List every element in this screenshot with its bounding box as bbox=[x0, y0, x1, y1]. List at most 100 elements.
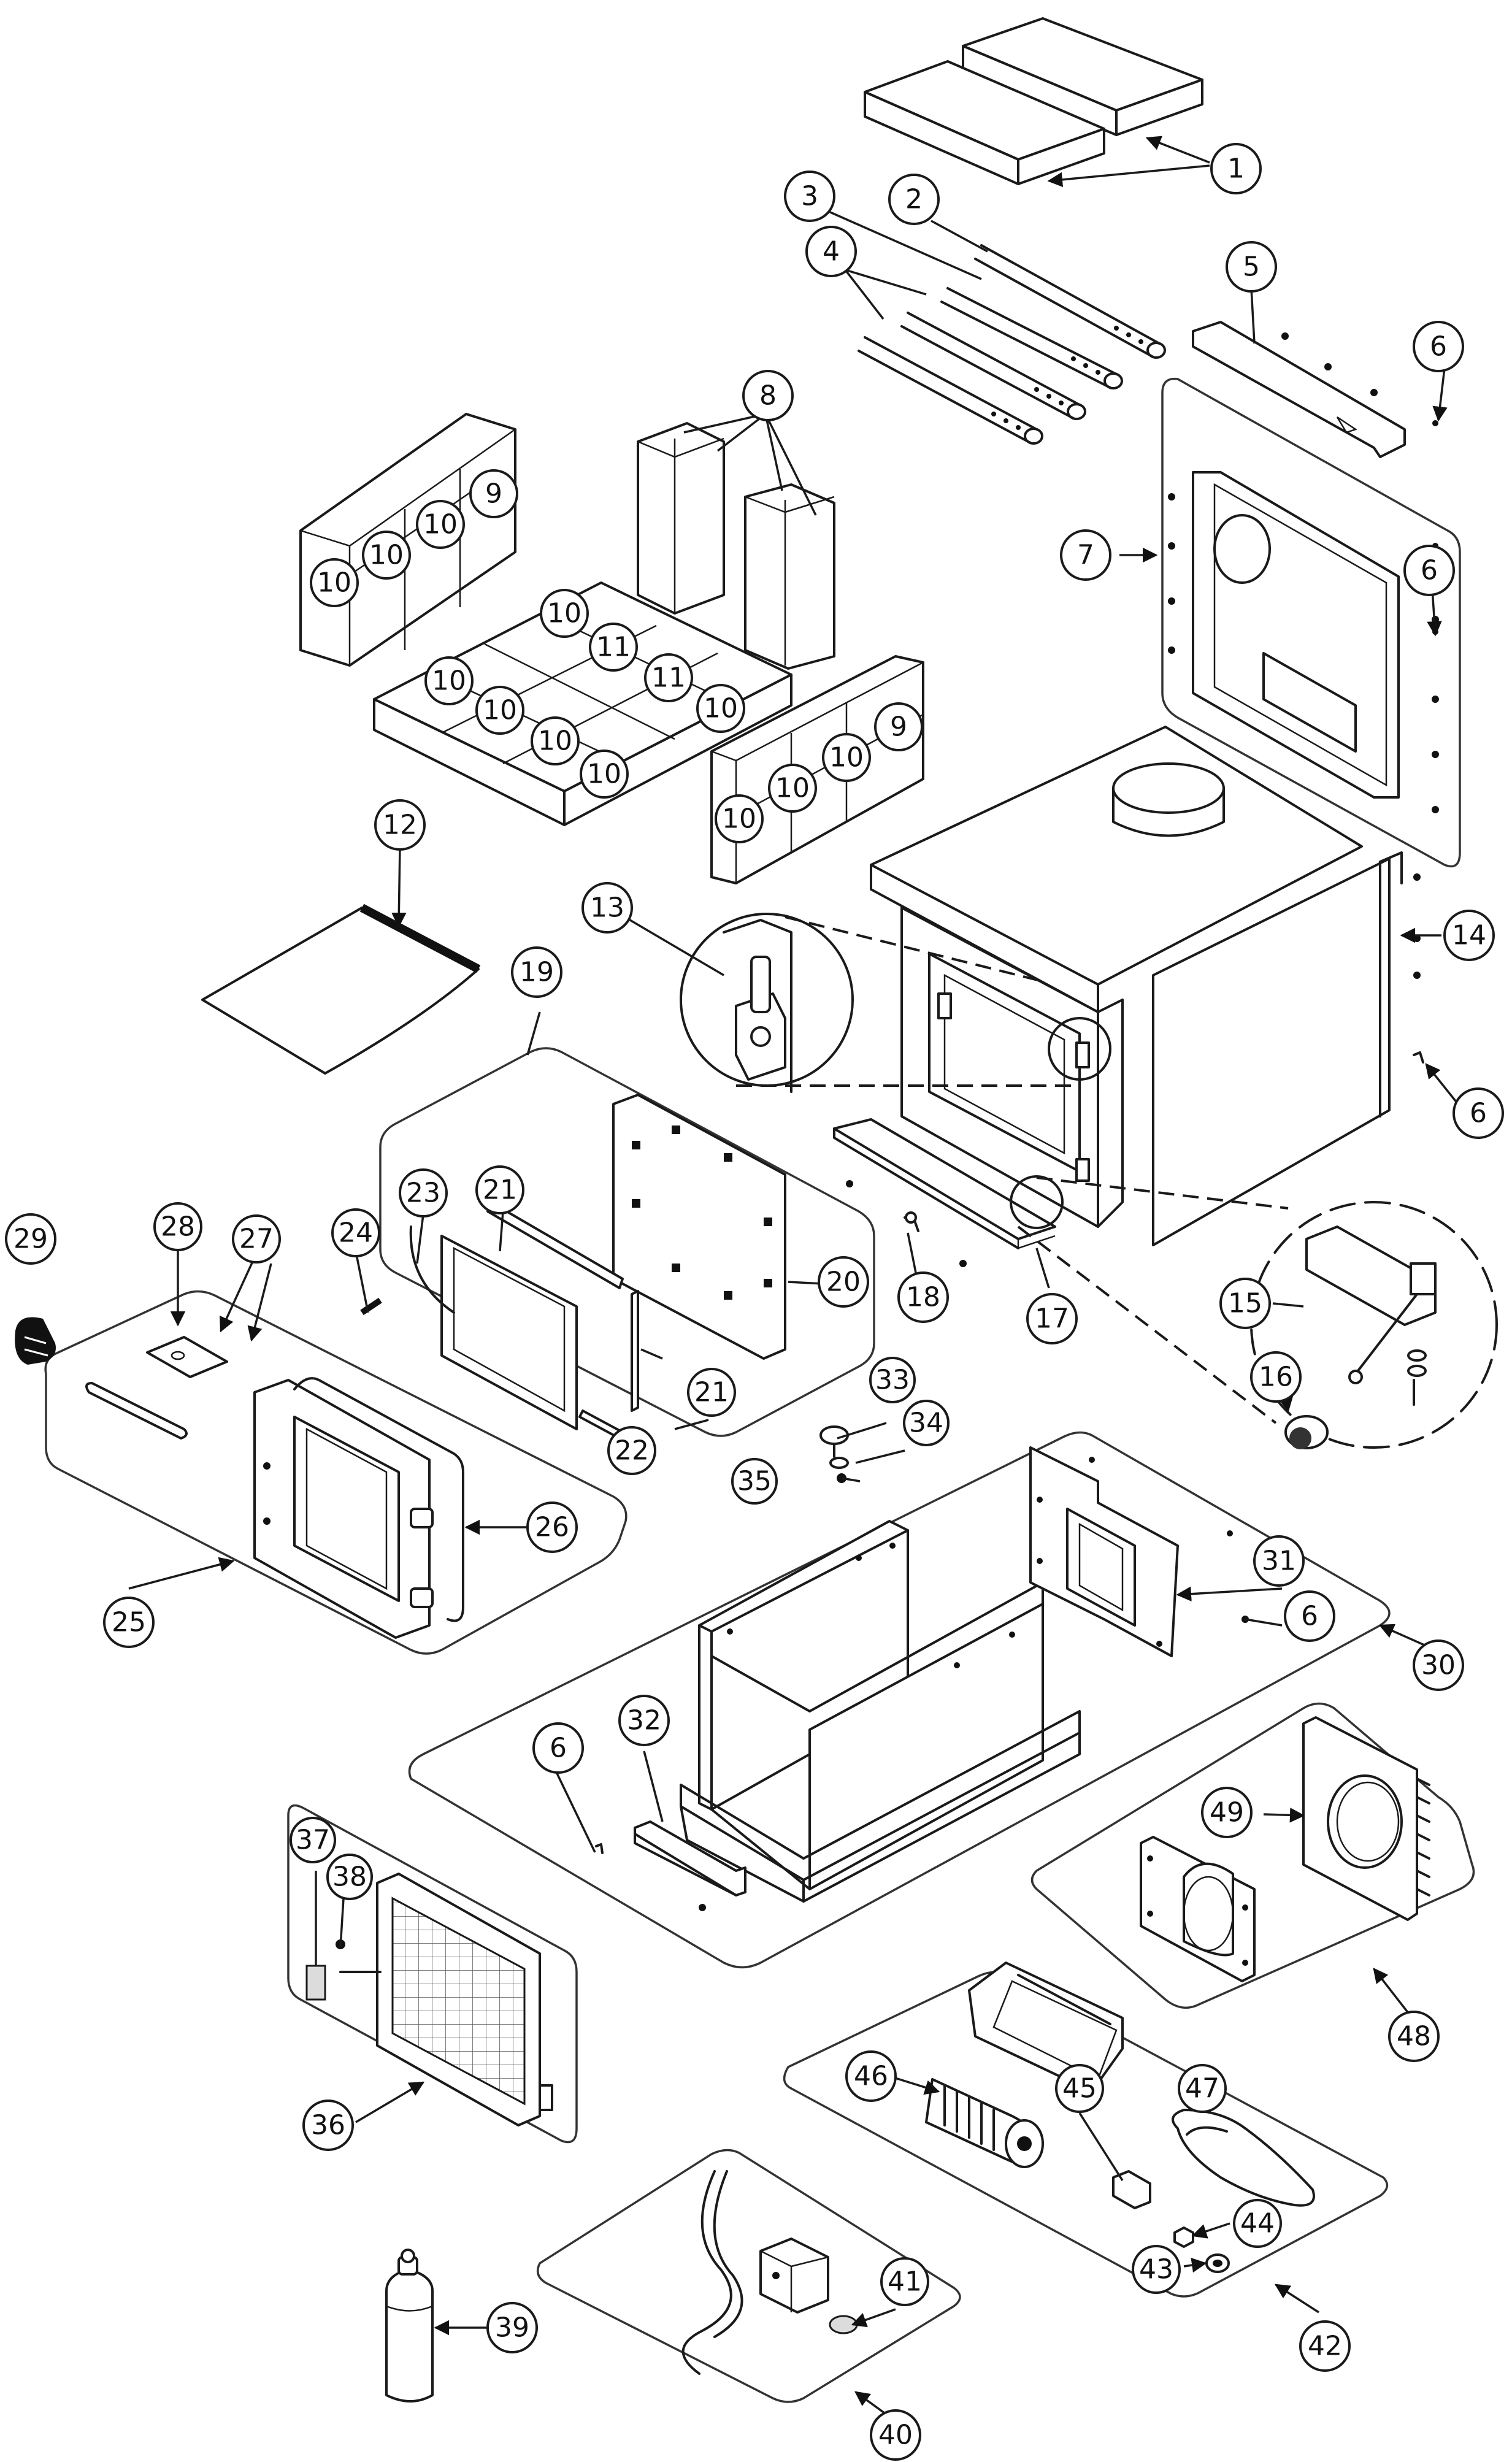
callout-6d: 6 bbox=[1284, 1590, 1335, 1642]
svg-text:7: 7 bbox=[1077, 540, 1094, 571]
svg-text:9: 9 bbox=[485, 478, 502, 510]
callout-22: 22 bbox=[607, 1426, 656, 1475]
svg-text:39: 39 bbox=[495, 2312, 529, 2344]
air-tubes bbox=[858, 244, 1166, 445]
svg-text:16: 16 bbox=[1259, 1362, 1293, 1393]
svg-text:12: 12 bbox=[383, 810, 417, 841]
back-heat-shield bbox=[1161, 377, 1461, 868]
svg-text:30: 30 bbox=[1421, 1650, 1456, 1681]
svg-text:43: 43 bbox=[1139, 2254, 1173, 2285]
callout-10l: 10 bbox=[715, 794, 764, 843]
callout-3: 3 bbox=[784, 171, 835, 222]
callout-9a: 9 bbox=[469, 469, 518, 518]
callout-26: 26 bbox=[526, 1501, 578, 1553]
svg-text:1: 1 bbox=[1227, 153, 1245, 185]
svg-text:10: 10 bbox=[704, 693, 738, 724]
svg-text:2: 2 bbox=[905, 184, 923, 215]
callout-44: 44 bbox=[1233, 2199, 1282, 2248]
callout-41: 41 bbox=[880, 2257, 929, 2306]
callout-30: 30 bbox=[1413, 1639, 1464, 1691]
svg-text:47: 47 bbox=[1185, 2073, 1219, 2104]
svg-text:44: 44 bbox=[1240, 2208, 1275, 2239]
svg-text:20: 20 bbox=[826, 1267, 861, 1298]
callout-31: 31 bbox=[1253, 1535, 1305, 1587]
svg-text:32: 32 bbox=[627, 1705, 661, 1736]
callout-6b: 6 bbox=[1403, 545, 1455, 596]
svg-text:46: 46 bbox=[854, 2061, 888, 2092]
svg-text:42: 42 bbox=[1308, 2331, 1342, 2362]
ash-lip bbox=[833, 1118, 1056, 1249]
callout-38: 38 bbox=[326, 1854, 373, 1900]
svg-text:18: 18 bbox=[906, 1282, 940, 1313]
callout-11a: 11 bbox=[589, 623, 638, 672]
callout-36: 36 bbox=[302, 2100, 354, 2151]
callout-10a: 10 bbox=[416, 500, 465, 549]
door-assembly bbox=[44, 1290, 627, 1655]
callout-28: 28 bbox=[153, 1202, 202, 1251]
svg-text:6: 6 bbox=[1470, 1098, 1487, 1129]
svg-text:19: 19 bbox=[520, 957, 554, 988]
svg-text:10: 10 bbox=[538, 726, 572, 757]
svg-text:36: 36 bbox=[311, 2110, 345, 2141]
svg-text:21: 21 bbox=[483, 1175, 517, 1206]
callout-10b: 10 bbox=[362, 531, 411, 580]
baffle-boards bbox=[864, 17, 1203, 185]
svg-text:10: 10 bbox=[587, 759, 621, 790]
stove-body bbox=[870, 726, 1403, 1246]
svg-text:10: 10 bbox=[432, 665, 466, 697]
svg-text:13: 13 bbox=[590, 892, 624, 924]
screen-assembly bbox=[287, 1804, 578, 2144]
svg-text:11: 11 bbox=[651, 662, 686, 694]
svg-text:17: 17 bbox=[1035, 1303, 1069, 1335]
svg-text:10: 10 bbox=[829, 742, 864, 773]
callout-7: 7 bbox=[1060, 529, 1111, 581]
svg-text:33: 33 bbox=[875, 1365, 910, 1396]
svg-text:35: 35 bbox=[737, 1466, 772, 1497]
svg-text:26: 26 bbox=[535, 1512, 569, 1543]
thermostat-kit bbox=[536, 2149, 961, 2403]
callout-43: 43 bbox=[1132, 2245, 1181, 2294]
svg-text:23: 23 bbox=[406, 1178, 440, 1209]
callout-27: 27 bbox=[232, 1214, 281, 1264]
callout-32: 32 bbox=[618, 1695, 670, 1746]
callout-39: 39 bbox=[486, 2302, 538, 2353]
screw-6-group bbox=[1413, 873, 1424, 1064]
svg-text:21: 21 bbox=[694, 1377, 729, 1408]
svg-text:10: 10 bbox=[775, 773, 810, 804]
cleaning-brush bbox=[15, 1317, 56, 1365]
callout-6e: 6 bbox=[532, 1722, 584, 1774]
callout-15: 15 bbox=[1219, 1278, 1271, 1329]
callout-19: 19 bbox=[511, 946, 562, 998]
svg-text:6: 6 bbox=[1301, 1601, 1318, 1632]
callout-13: 13 bbox=[581, 882, 633, 934]
callout-20: 20 bbox=[818, 1256, 869, 1308]
fresh-air-kit bbox=[1030, 1702, 1475, 2009]
svg-text:10: 10 bbox=[369, 540, 404, 571]
callout-12: 12 bbox=[374, 799, 426, 851]
hinge-detail bbox=[680, 913, 1111, 1093]
svg-text:31: 31 bbox=[1262, 1546, 1296, 1577]
callout-37: 37 bbox=[290, 1817, 336, 1863]
callout-1: 1 bbox=[1210, 143, 1262, 194]
callout-11b: 11 bbox=[644, 653, 693, 702]
blower-kit bbox=[783, 1962, 1389, 2298]
callout-5: 5 bbox=[1226, 241, 1277, 293]
damper-detail bbox=[1010, 1175, 1498, 1449]
callout-8: 8 bbox=[742, 370, 794, 421]
svg-text:9: 9 bbox=[890, 711, 907, 743]
callout-10j: 10 bbox=[822, 733, 871, 782]
baffle-bracket bbox=[1192, 321, 1406, 458]
callout-10k: 10 bbox=[768, 764, 817, 813]
callout-21a: 21 bbox=[475, 1165, 524, 1214]
svg-text:28: 28 bbox=[161, 1211, 195, 1243]
svg-text:10: 10 bbox=[483, 695, 517, 726]
svg-text:14: 14 bbox=[1452, 920, 1486, 951]
callout-40: 40 bbox=[870, 2409, 921, 2461]
svg-text:24: 24 bbox=[339, 1218, 373, 1249]
svg-text:27: 27 bbox=[239, 1224, 274, 1255]
svg-text:25: 25 bbox=[112, 1607, 146, 1638]
svg-text:10: 10 bbox=[722, 803, 756, 835]
svg-text:37: 37 bbox=[296, 1825, 330, 1856]
svg-text:10: 10 bbox=[547, 598, 581, 629]
